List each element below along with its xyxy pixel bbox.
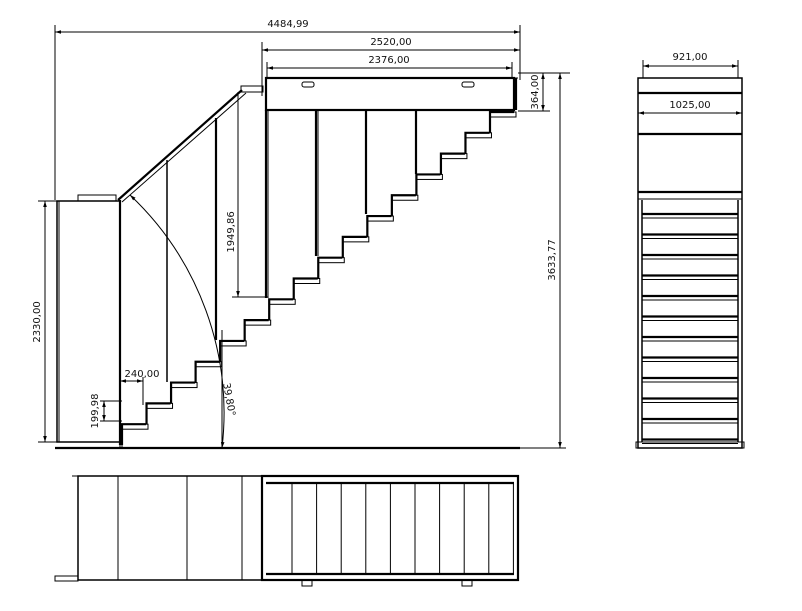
- stair-step: [145, 402, 171, 425]
- side-view: 921,00 1025,00: [635, 52, 745, 449]
- stair-tread: [342, 236, 370, 243]
- stair-step: [415, 173, 441, 196]
- dimension-tread-depth: 240,00: [120, 369, 160, 405]
- stair-tread: [170, 382, 198, 389]
- dimension-label: 921,00: [673, 52, 708, 63]
- stair-tread: [464, 132, 492, 139]
- stair-tread: [317, 257, 345, 264]
- dimension-platform-inner-length: 2376,00: [266, 55, 513, 78]
- stair-tread: [244, 319, 272, 326]
- stair-step: [120, 423, 146, 445]
- stair-tread: [440, 153, 468, 160]
- stair-tread: [121, 423, 149, 430]
- stair-tread: [415, 173, 443, 180]
- stair-step: [292, 277, 318, 300]
- handrail: [117, 85, 264, 445]
- stair-step: [219, 339, 245, 362]
- stair-tread: [391, 194, 419, 201]
- stair-step: [390, 194, 416, 217]
- stair-step: [194, 360, 220, 383]
- plan-view: [54, 474, 520, 587]
- dimension-overall-length: 4484,99: [54, 19, 521, 200]
- dimension-total-height: 3633,77: [520, 73, 566, 449]
- dimension-handrail-height: 1949,86: [226, 92, 268, 298]
- dimension-label: 1949,86: [226, 211, 237, 252]
- stair-step: [464, 131, 490, 154]
- dimension-label: 4484,99: [267, 19, 308, 30]
- elevation-view: 4484,99 2520,00 2376,00 364,00 3633,77: [32, 19, 570, 450]
- dimension-platform-floor-height: 2330,00: [32, 200, 58, 443]
- dimension-label: 39,80°: [220, 382, 237, 417]
- stair-step: [317, 256, 343, 279]
- stair-step: [439, 152, 465, 175]
- dimension-label: 2376,00: [368, 55, 409, 66]
- stair-tread: [293, 278, 321, 284]
- bracket-icon: [461, 81, 475, 88]
- dimension-upper-flight-length: 2520,00: [261, 37, 520, 80]
- dimension-label: 3633,77: [547, 239, 558, 280]
- dimension-riser-height: 199,98: [90, 394, 122, 429]
- stair-step: [366, 214, 392, 237]
- side-treads: [642, 212, 738, 444]
- dimension-label: 364,00: [530, 75, 541, 110]
- stair-tread: [219, 340, 247, 347]
- stair-tread: [366, 215, 394, 222]
- dimension-label: 2330,00: [32, 301, 43, 342]
- stair-steps: [120, 110, 517, 445]
- dimension-label: 2520,00: [370, 37, 411, 48]
- dimension-label: 199,98: [90, 394, 101, 429]
- stair-tread: [146, 402, 174, 409]
- dimension-stair-angle: 39,80°: [129, 194, 237, 449]
- dimension-side-width-inner: 921,00: [642, 52, 739, 78]
- lower-support-frame: [55, 194, 520, 450]
- stair-step: [488, 110, 514, 133]
- stair-step: [243, 319, 269, 341]
- upper-platform: [261, 76, 518, 298]
- stair-tread: [489, 111, 517, 118]
- stair-step: [268, 298, 294, 321]
- bracket-icon: [301, 81, 315, 88]
- dimension-side-width-outer: 1025,00: [638, 100, 742, 115]
- plan-treads: [291, 483, 514, 574]
- dimension-label: 240,00: [125, 369, 160, 380]
- stair-step: [341, 235, 367, 258]
- dimension-platform-height: 364,00: [518, 72, 570, 112]
- stair-step: [169, 381, 196, 404]
- dimension-label: 1025,00: [669, 100, 710, 111]
- stair-tread: [268, 298, 296, 305]
- stair-tread: [195, 361, 223, 368]
